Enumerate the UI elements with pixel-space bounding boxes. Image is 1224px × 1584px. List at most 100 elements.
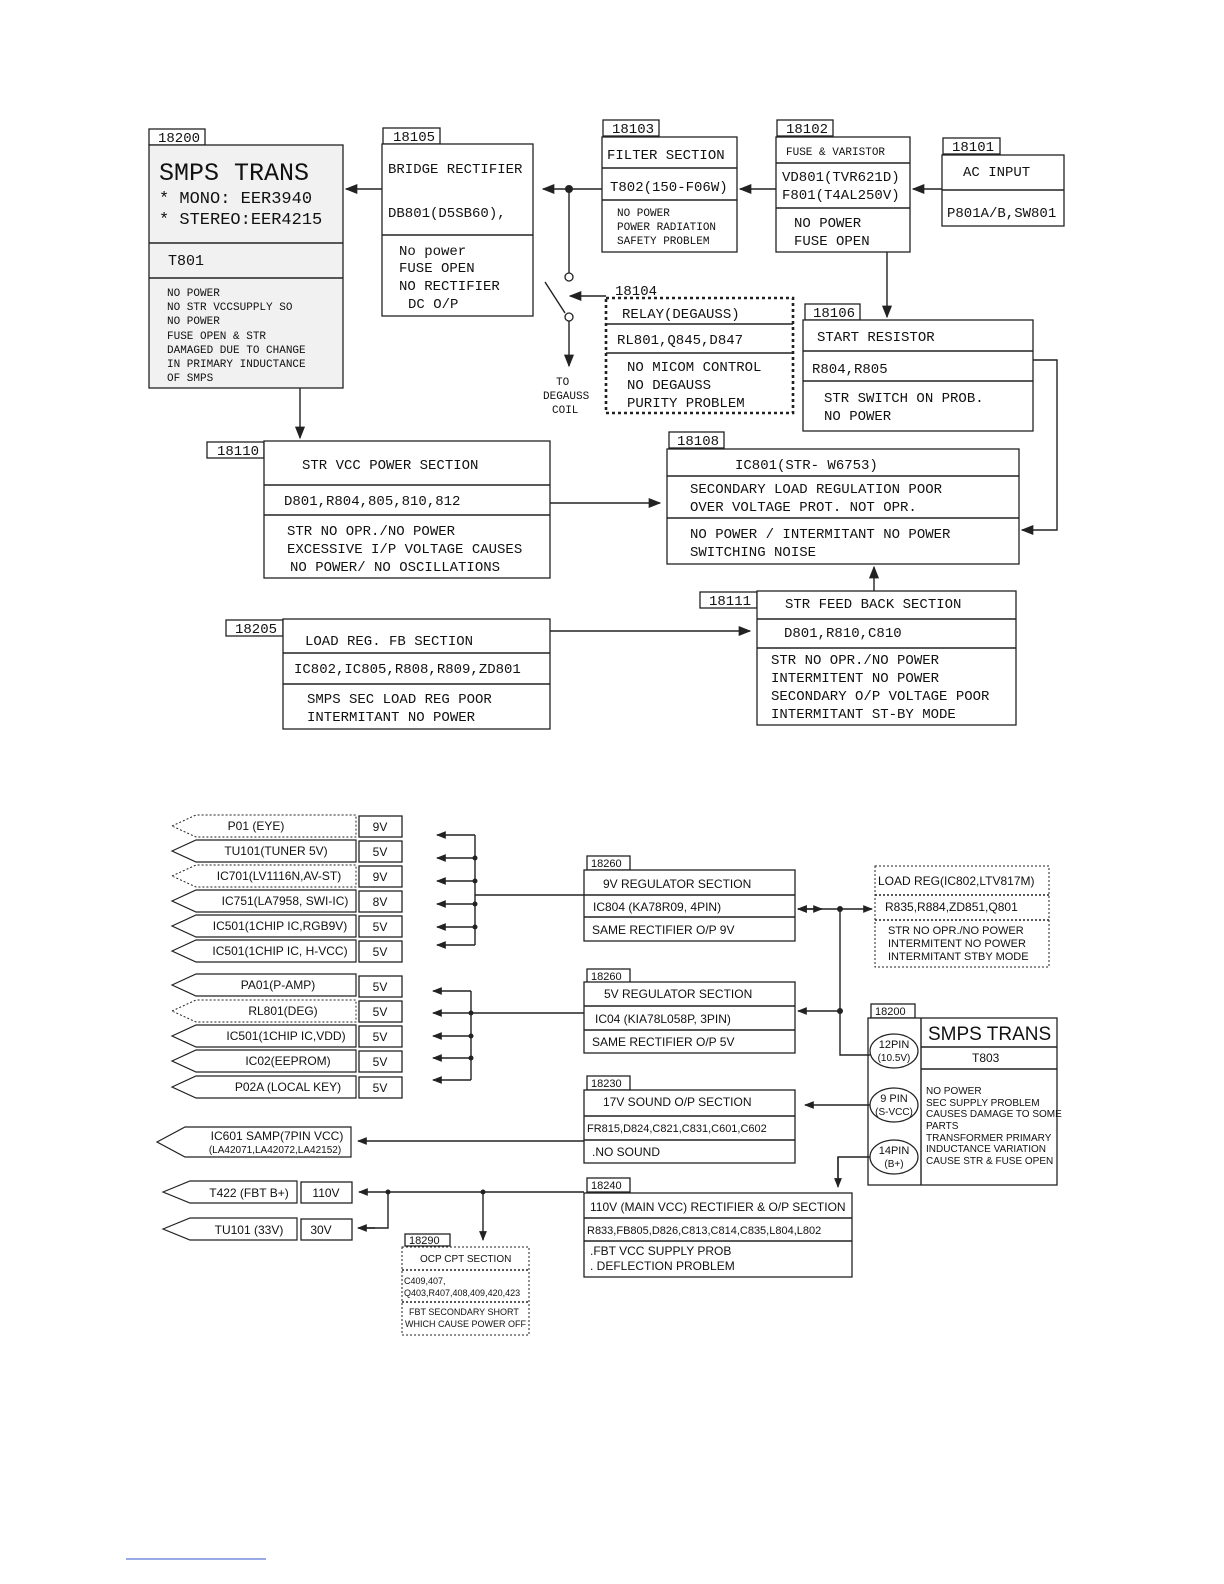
- block-110v-main-vcc: 18240 110V (MAIN VCC) RECTIFIER & O/P SE…: [583, 1177, 853, 1278]
- svg-text:IC02(EEPROM): IC02(EEPROM): [245, 1054, 330, 1068]
- output-pa01-p-amp: PA01(P-AMP) 5V: [170, 973, 403, 998]
- svg-text:TU101 (33V): TU101 (33V): [215, 1223, 284, 1237]
- svg-text:BRIDGE RECTIFIER: BRIDGE RECTIFIER: [388, 162, 523, 178]
- top-connection-lines: [294, 183, 1058, 637]
- svg-text:SECONDARY LOAD REGULATION POOR: SECONDARY LOAD REGULATION POOR: [690, 482, 943, 498]
- output-ic02-eeprom: IC02(EEPROM) 5V: [170, 1049, 403, 1073]
- block-18111-str-feedback: 18111 STR FEED BACK SECTION D801,R810,C8…: [699, 590, 1017, 726]
- svg-text:IC802,IC805,R808,R809,ZD801: IC802,IC805,R808,R809,ZD801: [294, 662, 521, 678]
- svg-text:T422 (FBT B+): T422 (FBT B+): [209, 1186, 288, 1200]
- svg-text:IC04 (KIA78L058P, 3PIN): IC04 (KIA78L058P, 3PIN): [595, 1012, 731, 1026]
- svg-text:18230: 18230: [591, 1078, 622, 1090]
- svg-text:NO POWER: NO POWER: [926, 1086, 982, 1097]
- svg-text:9 PIN: 9 PIN: [880, 1093, 908, 1105]
- svg-text:5V: 5V: [373, 845, 388, 859]
- svg-text:CAUSE STR & FUSE OPEN: CAUSE STR & FUSE OPEN: [926, 1156, 1053, 1167]
- svg-text:INTERMITENT NO POWER: INTERMITENT NO POWER: [888, 938, 1026, 950]
- svg-text:9V: 9V: [373, 820, 388, 834]
- svg-text:SMPS TRANS: SMPS TRANS: [928, 1024, 1051, 1045]
- svg-text:PA01(P-AMP): PA01(P-AMP): [241, 978, 315, 992]
- block-18108-ic801: 18108 IC801(STR- W6753) SECONDARY LOAD R…: [666, 431, 1020, 565]
- block-ocp-cpt: 18290 OCP CPT SECTION C409,407, Q403,R40…: [401, 1233, 530, 1336]
- svg-text:SEC SUPPLY PROBLEM: SEC SUPPLY PROBLEM: [926, 1098, 1040, 1109]
- svg-text:TO: TO: [556, 377, 570, 389]
- svg-text:NO POWER: NO POWER: [617, 208, 670, 220]
- svg-text:NO POWER: NO POWER: [167, 288, 220, 300]
- svg-text:LOAD REG. FB SECTION: LOAD REG. FB SECTION: [305, 634, 473, 650]
- svg-text:NO POWER: NO POWER: [167, 316, 220, 328]
- svg-text:IC501(1CHIP IC,RGB9V): IC501(1CHIP IC,RGB9V): [213, 919, 348, 933]
- svg-text:18111: 18111: [709, 594, 751, 610]
- pin-14: 14PIN (B+): [869, 1139, 919, 1175]
- svg-text:NO STR VCCSUPPLY SO: NO STR VCCSUPPLY SO: [167, 302, 293, 314]
- outputs-5v-group: PA01(P-AMP) 5V RL801(DEG) 5V IC501(1CHIP…: [170, 973, 403, 1099]
- svg-text:18101: 18101: [952, 140, 994, 156]
- svg-text:9V REGULATOR SECTION: 9V REGULATOR SECTION: [603, 877, 751, 891]
- svg-text:TU101(TUNER 5V): TU101(TUNER 5V): [224, 844, 327, 858]
- svg-text:RL801,Q845,D847: RL801,Q845,D847: [617, 333, 743, 349]
- svg-text:NO POWER / INTERMITANT NO POWE: NO POWER / INTERMITANT NO POWER: [690, 527, 951, 543]
- svg-text:FUSE OPEN & STR: FUSE OPEN & STR: [167, 331, 266, 343]
- svg-text:14PIN: 14PIN: [879, 1145, 910, 1157]
- svg-text:D801,R810,C810: D801,R810,C810: [784, 626, 902, 642]
- svg-text:STR FEED BACK SECTION: STR FEED BACK SECTION: [785, 597, 961, 613]
- svg-text:* STEREO:EER4215: * STEREO:EER4215: [159, 211, 322, 230]
- block-5v-regulator: 18260 5V REGULATOR SECTION IC04 (KIA78L0…: [583, 968, 796, 1054]
- svg-text:* MONO: EER3940: * MONO: EER3940: [159, 190, 312, 209]
- svg-text:FBT SECONDARY SHORT: FBT SECONDARY SHORT: [409, 1307, 519, 1317]
- svg-text:POWER RADIATION: POWER RADIATION: [617, 222, 716, 234]
- output-p01-eye: P01 (EYE) 9V: [170, 814, 403, 838]
- svg-text:NO POWER: NO POWER: [794, 216, 862, 232]
- block-18105-bridge-rectifier: 18105 BRIDGE RECTIFIER DB801(D5SB60), No…: [381, 127, 534, 317]
- svg-text:FR815,D824,C821,C831,C601,C602: FR815,D824,C821,C831,C601,C602: [587, 1123, 767, 1135]
- svg-text:NO MICOM CONTROL: NO MICOM CONTROL: [627, 360, 761, 376]
- svg-text:5V: 5V: [373, 920, 388, 934]
- svg-text:TRANSFORMER PRIMARY: TRANSFORMER PRIMARY: [926, 1133, 1052, 1144]
- svg-text:DC O/P: DC O/P: [408, 297, 458, 313]
- svg-text:SAFETY PROBLEM: SAFETY PROBLEM: [617, 236, 709, 248]
- output-tu101-33v: TU101 (33V) 30V: [161, 1217, 353, 1241]
- output-ic701: IC701(LV1116N,AV-ST) 9V: [170, 864, 403, 888]
- svg-text:18260: 18260: [591, 971, 622, 983]
- svg-text:INTERMITANT ST-BY MODE: INTERMITANT ST-BY MODE: [771, 707, 956, 723]
- svg-text:T802(150-F06W): T802(150-F06W): [610, 180, 728, 196]
- svg-text:PARTS: PARTS: [926, 1121, 959, 1132]
- svg-text:110V: 110V: [312, 1186, 339, 1200]
- svg-text:5V: 5V: [373, 945, 388, 959]
- svg-text:VD801(TVR621D): VD801(TVR621D): [782, 170, 900, 186]
- svg-text:IC801(STR- W6753): IC801(STR- W6753): [735, 458, 878, 474]
- svg-text:OVER VOLTAGE PROT. NOT OPR.: OVER VOLTAGE PROT. NOT OPR.: [690, 500, 917, 516]
- svg-text:COIL: COIL: [552, 405, 578, 417]
- output-ic501-h-vcc: IC501(1CHIP IC, H-VCC) 5V: [170, 939, 403, 963]
- svg-text:SAME RECTIFIER O/P 5V: SAME RECTIFIER O/P 5V: [592, 1035, 734, 1049]
- svg-text:110V (MAIN VCC) RECTIFIER & O/: 110V (MAIN VCC) RECTIFIER & O/P SECTION: [590, 1200, 846, 1214]
- block-18110-str-vcc-power: 18110 STR VCC POWER SECTION D801,R804,80…: [206, 440, 551, 579]
- svg-text:IN PRIMARY INDUCTANCE: IN PRIMARY INDUCTANCE: [167, 359, 306, 371]
- svg-text:NO POWER: NO POWER: [824, 409, 892, 425]
- degauss-switch: [544, 272, 606, 368]
- block-load-reg: LOAD REG(IC802,LTV817M) R835,R884,ZD851,…: [874, 865, 1050, 968]
- svg-text:P01 (EYE): P01 (EYE): [228, 819, 285, 833]
- svg-text:No power: No power: [399, 244, 466, 260]
- block-18104-relay-degauss: 18104 RELAY(DEGAUSS) RL801,Q845,D847 NO …: [604, 284, 795, 415]
- svg-text:LOAD REG(IC802,LTV817M): LOAD REG(IC802,LTV817M): [878, 874, 1035, 888]
- svg-text:18110: 18110: [217, 444, 259, 460]
- svg-text:OCP CPT SECTION: OCP CPT SECTION: [420, 1254, 511, 1265]
- svg-text:NO POWER/ NO OSCILLATIONS: NO POWER/ NO OSCILLATIONS: [290, 560, 500, 576]
- svg-text:AC INPUT: AC INPUT: [963, 165, 1030, 181]
- output-ic601-samp: IC601 SAMP(7PIN VCC) (LA42071,LA42072,LA…: [155, 1126, 352, 1158]
- svg-text:RL801(DEG): RL801(DEG): [248, 1004, 317, 1018]
- svg-text:(S-VCC): (S-VCC): [875, 1107, 913, 1118]
- svg-text:9V: 9V: [373, 870, 388, 884]
- svg-text:. DEFLECTION PROBLEM: . DEFLECTION PROBLEM: [590, 1259, 735, 1273]
- svg-text:DAMAGED DUE TO CHANGE: DAMAGED DUE TO CHANGE: [167, 345, 306, 357]
- svg-text:STR NO OPR./NO POWER: STR NO OPR./NO POWER: [287, 524, 456, 540]
- svg-text:5V REGULATOR SECTION: 5V REGULATOR SECTION: [604, 987, 752, 1001]
- svg-text:NO DEGAUSS: NO DEGAUSS: [627, 378, 711, 394]
- svg-text:STR NO OPR./NO POWER: STR NO OPR./NO POWER: [771, 653, 940, 669]
- svg-text:D801,R804,805,810,812: D801,R804,805,810,812: [284, 494, 460, 510]
- svg-text:.NO SOUND: .NO SOUND: [592, 1145, 660, 1159]
- svg-text:T803: T803: [972, 1051, 1000, 1065]
- block-17v-sound-output: 18230 17V SOUND O/P SECTION FR815,D824,C…: [583, 1075, 796, 1164]
- svg-text:18200: 18200: [875, 1006, 906, 1018]
